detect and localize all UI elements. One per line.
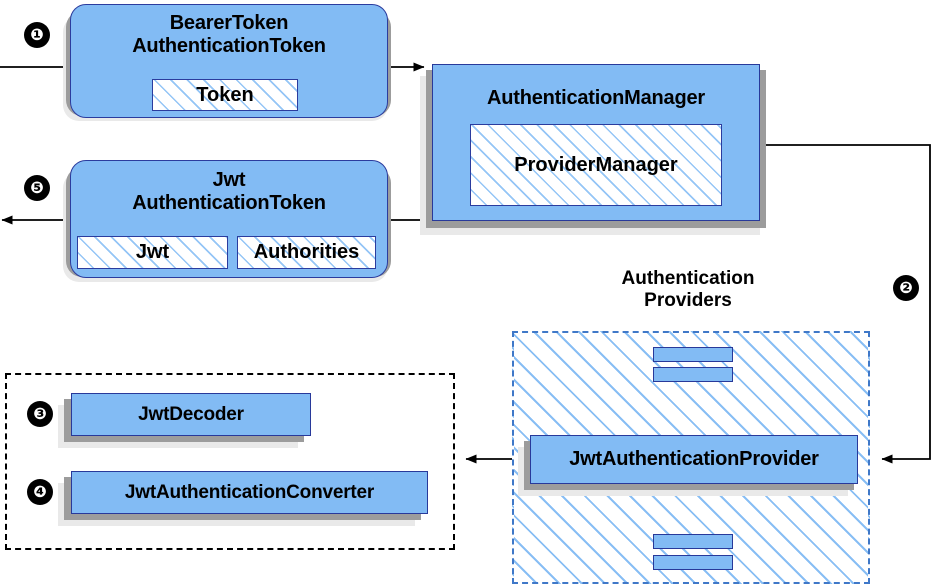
badge-step-5: ❺ <box>25 176 49 200</box>
provider-stub-top-1 <box>653 347 733 362</box>
provider-stub-bottom-2 <box>653 555 733 570</box>
slot-token: Token <box>152 79 298 111</box>
provider-stub-top-2 <box>653 367 733 382</box>
slot-token-label: Token <box>196 83 254 106</box>
provider-stub-bottom-1 <box>653 534 733 549</box>
badge-step-1: ❶ <box>25 23 49 47</box>
node-jwt-authentication-converter[interactable]: JwtAuthenticationConverter <box>71 471 428 514</box>
slot-provider-manager-label: ProviderManager <box>514 153 678 176</box>
node-jwt-authentication-converter-label: JwtAuthenticationConverter <box>124 481 375 503</box>
node-jwt-authentication-provider[interactable]: JwtAuthenticationProvider <box>530 435 858 484</box>
slot-authorities: Authorities <box>237 236 376 269</box>
node-jwt-decoder-label: JwtDecoder <box>138 403 244 425</box>
badge-step-2: ❷ <box>894 276 918 300</box>
slot-authorities-label: Authorities <box>253 241 360 263</box>
slot-jwt-label: Jwt <box>135 241 170 263</box>
node-jwt-authentication-provider-label: JwtAuthenticationProvider <box>569 448 819 471</box>
badge-step-4: ❹ <box>28 480 52 504</box>
group-authentication-providers-label: Authentication Providers <box>621 268 755 312</box>
badge-step-3: ❸ <box>28 402 52 426</box>
slot-jwt: Jwt <box>77 236 228 269</box>
node-bearer-token-authentication-token-label: BearerToken AuthenticationToken <box>132 12 326 57</box>
node-jwt-decoder[interactable]: JwtDecoder <box>71 393 311 436</box>
node-jwt-authentication-token-label: Jwt AuthenticationToken <box>132 169 326 214</box>
node-authentication-manager-label: AuthenticationManager <box>486 87 706 109</box>
slot-provider-manager: ProviderManager <box>470 124 722 206</box>
group-jwt-support <box>5 373 455 550</box>
